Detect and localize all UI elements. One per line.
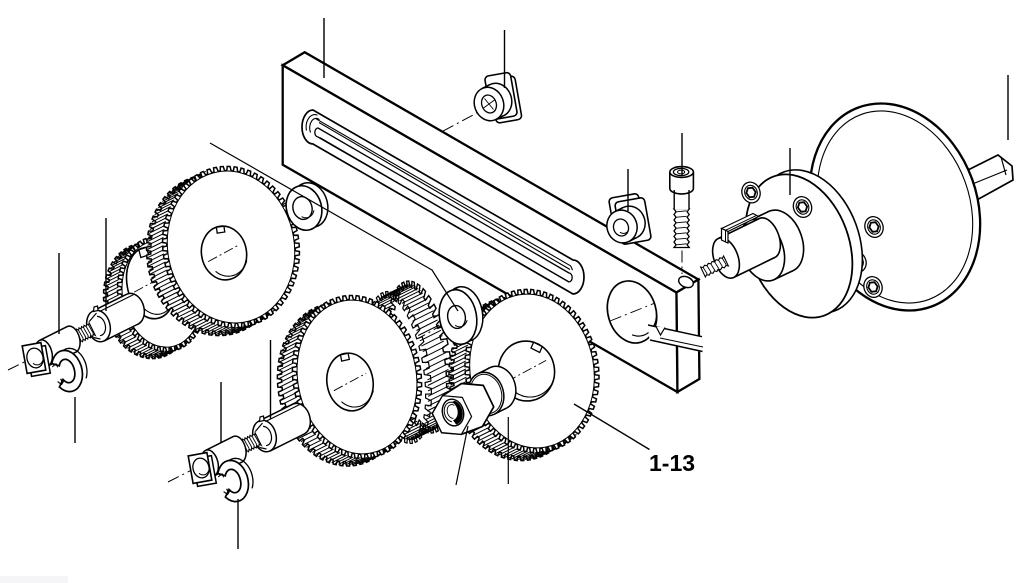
svg-text:1-13: 1-13: [649, 450, 695, 476]
